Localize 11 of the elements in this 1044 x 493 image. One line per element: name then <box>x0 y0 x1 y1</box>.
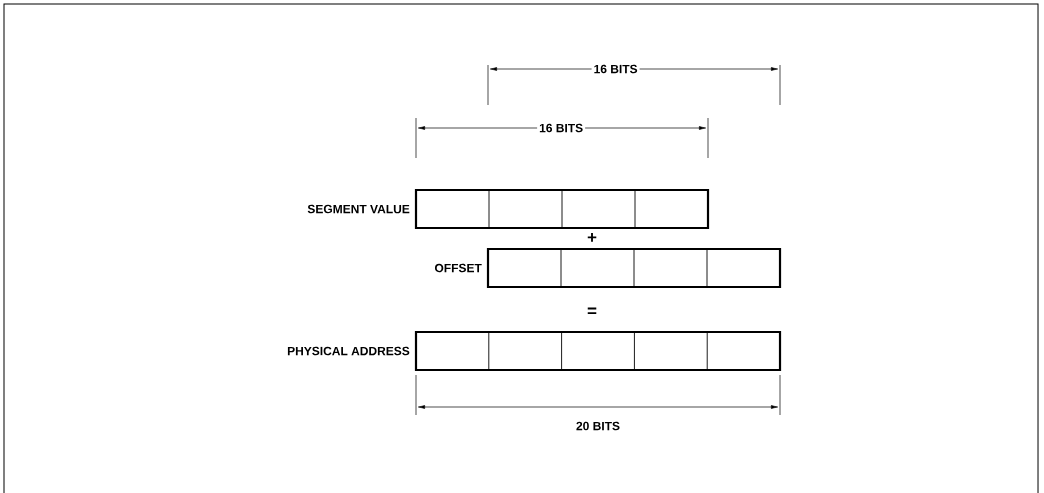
dimension-label: 16 BITS <box>537 121 586 135</box>
node-label: PHYSICAL ADDRESS <box>287 346 410 356</box>
dimension-label: 20 BITS <box>576 421 620 431</box>
register-box: SEGMENT VALUE <box>307 188 710 230</box>
register-box: OFFSET <box>434 247 782 289</box>
register-box: PHYSICAL ADDRESS <box>287 330 782 372</box>
dimension-label: 16 BITS <box>591 62 640 76</box>
node-label: SEGMENT VALUE <box>307 204 410 214</box>
node-label: OFFSET <box>434 263 482 273</box>
operator-sign: + <box>587 233 597 242</box>
operator-sign: = <box>587 307 597 314</box>
